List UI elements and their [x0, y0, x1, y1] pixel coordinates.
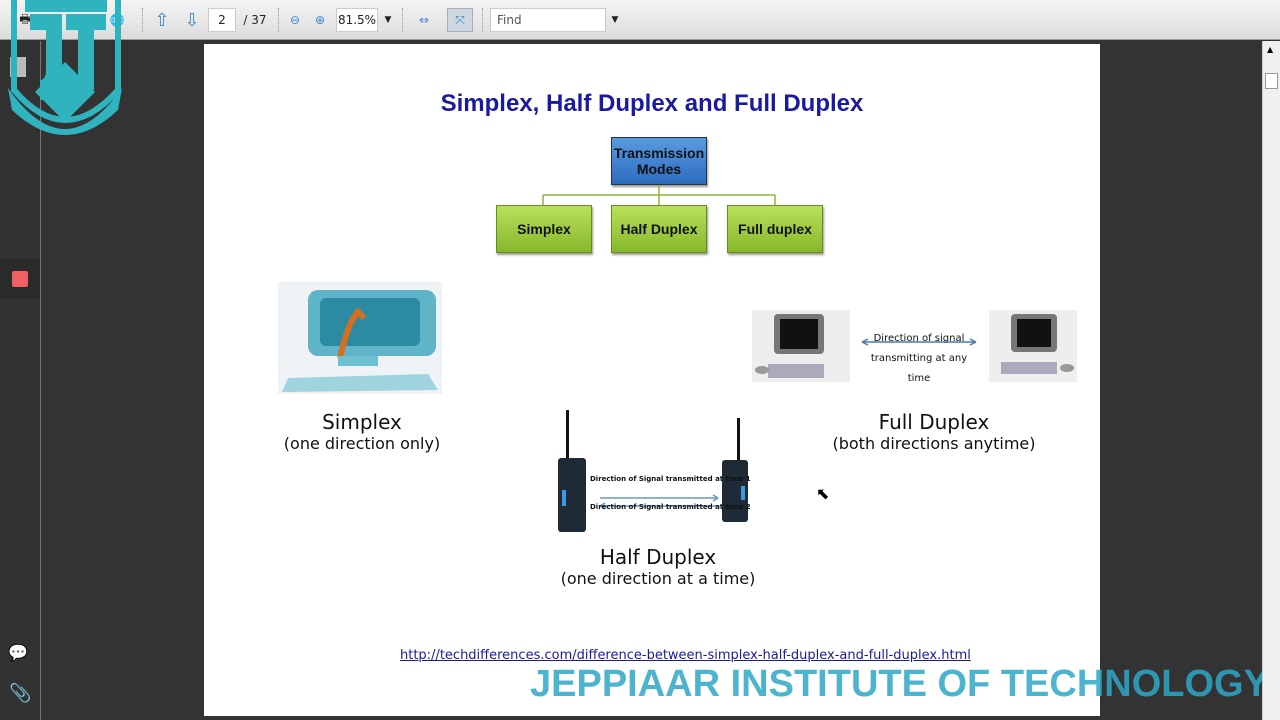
previous-page-button[interactable]: ⇧ [154, 9, 170, 31]
zoom-level-input[interactable]: 81.5% [336, 8, 378, 32]
full-duplex-caption: Full Duplex(both directions anytime) [804, 410, 1064, 453]
bidirectional-arrow [861, 338, 977, 346]
fit-page-icon[interactable]: ⤧ [447, 8, 473, 32]
page-total: / 37 [243, 13, 267, 27]
mouse-cursor-icon: ⬉ [816, 484, 830, 503]
simplex-subtitle: (one direction only) [283, 434, 441, 453]
pdf-page: Simplex, Half Duplex and Full Duplex Tra… [204, 44, 1100, 716]
stop-record-icon[interactable] [12, 271, 28, 287]
institute-watermark: JEPPIAAR INSTITUTE OF TECHNOLOGY [530, 663, 1269, 705]
half-duplex-caption: Half Duplex(one direction at a time) [528, 545, 788, 588]
tree-connectors [542, 185, 776, 206]
node-full-duplex: Full duplex [727, 205, 823, 253]
simplex-computer-image [278, 282, 442, 394]
full-duplex-title: Full Duplex [878, 410, 990, 434]
vertical-scrollbar[interactable]: ▲ [1262, 41, 1280, 720]
full-duplex-subtitle: (both directions anytime) [832, 434, 1036, 453]
walkie-talkie-image [558, 410, 748, 532]
half-duplex-arrow2-label: Direction of Signal transmitted at time … [590, 503, 751, 511]
toolbar: 🖶 🌐 ⇧ ⇩ 2 / 37 ⊖ ⊕ 81.5% ▼ ⇔ ⤧ Find ▼ [0, 0, 1280, 40]
node-half-duplex: Half Duplex [611, 205, 707, 253]
zoom-out-button[interactable]: ⊖ [289, 13, 301, 27]
full-duplex-arrow-label: Direction of signal transmitting at any … [859, 329, 979, 389]
simplex-title: Simplex [322, 410, 402, 434]
fit-width-icon[interactable]: ⇔ [418, 13, 430, 27]
zoom-in-button[interactable]: ⊕ [314, 13, 326, 27]
slide-title: Simplex, Half Duplex and Full Duplex [440, 90, 864, 117]
node-transmission-modes: Transmission Modes [611, 137, 707, 185]
stop-area [0, 259, 40, 299]
half-duplex-arrow1-label: Direction of Signal transmitted at time … [590, 475, 751, 483]
source-link[interactable]: http://techdifferences.com/difference-be… [400, 648, 971, 663]
half-duplex-title: Half Duplex [599, 545, 717, 569]
comments-icon[interactable]: 💬 [8, 643, 28, 662]
print-icon[interactable]: 🖶 [19, 11, 31, 26]
page-number-input[interactable]: 2 [208, 8, 236, 32]
zoom-dropdown-icon[interactable]: ▼ [384, 15, 392, 25]
attachment-icon[interactable]: 📎 [9, 683, 32, 704]
full-duplex-computer-left [752, 310, 850, 382]
institute-logo [8, 0, 122, 135]
node-simplex: Simplex [496, 205, 592, 253]
simplex-caption: Simplex(one direction only) [262, 410, 462, 453]
navigation-panel: 💬 📎 [0, 41, 41, 720]
find-input[interactable]: Find [490, 8, 606, 32]
full-duplex-arrow-line2: transmitting at any time [870, 353, 968, 384]
full-duplex-computer-right [989, 310, 1077, 382]
half-duplex-subtitle: (one direction at a time) [560, 569, 756, 588]
full-duplex-arrow-line1: Direction of signal [873, 333, 965, 344]
find-dropdown-icon[interactable]: ▼ [611, 15, 619, 25]
next-page-button[interactable]: ⇩ [184, 9, 200, 31]
scroll-thumb[interactable] [1265, 73, 1278, 89]
scroll-up-icon[interactable]: ▲ [1267, 45, 1274, 54]
